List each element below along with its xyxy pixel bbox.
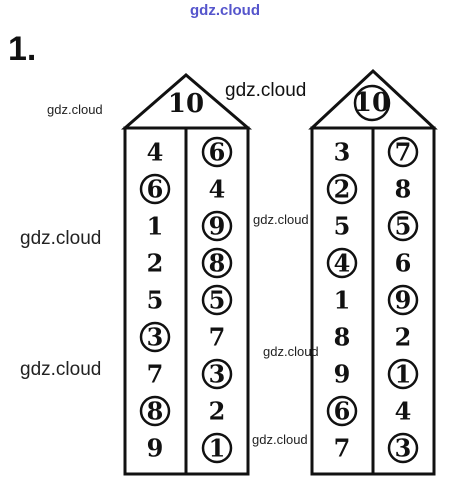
task-number: 1. [8,30,37,68]
house-2-row-4-left: 4 [334,249,351,278]
watermark: gdz.cloud [263,344,319,359]
house-1-row-4-right: 8 [209,249,226,278]
house-1-row-2-left: 6 [147,175,164,204]
watermark: gdz.cloud [20,359,102,380]
house-1-row-6-left-circle [139,321,171,353]
house-2 [308,68,438,476]
house-1 [120,73,253,476]
house-1-row-2-right: 4 [209,175,226,204]
house-2-row-8-left: 6 [334,397,351,426]
watermark: gdz.cloud [253,212,309,227]
house-2-row-7-right: 1 [395,360,412,389]
house-1-row-4-left: 2 [147,249,164,278]
house-2-row-6-right: 2 [395,323,412,352]
house-2-row-6-left: 8 [334,323,351,352]
house-1-row-1-right: 6 [209,138,226,167]
house-2-row-1-left: 3 [334,138,351,167]
house-2-row-7-right-circle [387,358,419,390]
house-2-row-2-right: 8 [395,175,412,204]
house-1-row-3-right-circle [201,210,233,242]
house-1-row-2-left-circle [139,173,171,205]
house-2-row-7-left: 9 [334,360,351,389]
house-2-row-2-left: 2 [334,175,351,204]
house-1-row-9-right: 1 [209,434,226,463]
house-1-row-5-left: 5 [147,286,164,315]
house-1-row-3-right: 9 [209,212,226,241]
house-1-row-9-right-circle [201,432,233,464]
house-1-roof-number: 10 [168,89,204,119]
house-2-row-4-right: 6 [395,249,412,278]
house-1-row-4-right-circle [201,247,233,279]
house-1-row-6-right: 7 [209,323,226,352]
house-2-row-8-right: 4 [395,397,412,426]
house-2-row-8-left-circle [326,395,358,427]
house-2-row-2-left-circle [326,173,358,205]
house-1-row-6-left: 3 [147,323,164,352]
house-2-row-3-left: 5 [334,212,351,241]
watermark: gdz.cloud [225,80,307,101]
house-2-row-5-right-circle [387,284,419,316]
house-1-row-3-left: 1 [147,212,164,241]
house-2-roof-number: 10 [354,88,390,118]
house-2-row-5-left: 1 [334,286,351,315]
house-1-row-7-left: 7 [147,360,164,389]
house-2-row-5-right: 9 [395,286,412,315]
house-2-row-4-left-circle [326,247,358,279]
house-1-row-1-left: 4 [147,138,164,167]
house-2-row-9-right: 3 [395,434,412,463]
house-1-row-7-right-circle [201,358,233,390]
house-2-row-3-right: 5 [395,212,412,241]
house-1-row-8-left-circle [139,395,171,427]
house-2-row-1-right-circle [387,136,419,168]
house-2-row-3-right-circle [387,210,419,242]
house-1-row-5-right: 5 [209,286,226,315]
house-2-row-1-right: 7 [395,138,412,167]
watermark: gdz.cloud [20,228,102,249]
house-2-row-9-right-circle [387,432,419,464]
house-1-row-1-right-circle [201,136,233,168]
watermark: gdz.cloud [252,432,308,447]
house-1-row-9-left: 9 [147,434,164,463]
watermark: gdz.cloud [47,102,103,117]
house-1-row-8-left: 8 [147,397,164,426]
watermark-top: gdz.cloud [190,2,260,19]
house-2-row-9-left: 7 [334,434,351,463]
house-1-row-7-right: 3 [209,360,226,389]
house-1-row-8-right: 2 [209,397,226,426]
house-2-roof-number-circle [353,84,391,122]
house-1-row-5-right-circle [201,284,233,316]
